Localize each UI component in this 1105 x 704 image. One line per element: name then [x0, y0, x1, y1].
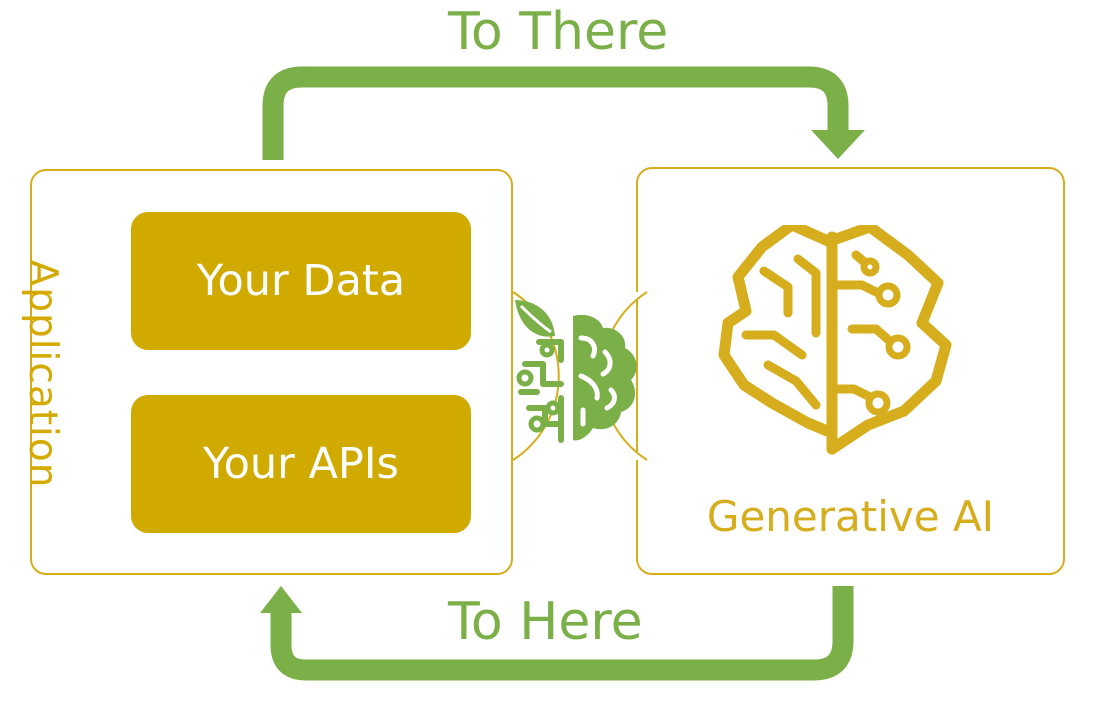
- brain-left-dots: [516, 342, 561, 433]
- ai-brain-outline: [718, 225, 952, 455]
- leaf-brain-icon: [512, 291, 648, 461]
- your-data-box: Your Data: [131, 212, 471, 350]
- to-there-label: To There: [448, 2, 669, 62]
- leaf-shape: [515, 300, 555, 337]
- your-apis-box: Your APIs: [131, 395, 471, 533]
- circuit-brain-icon: [718, 225, 952, 455]
- bottom-flow-arrow: [270, 586, 854, 681]
- to-here-label: To Here: [448, 592, 643, 652]
- ai-brain-circuits: [741, 250, 897, 410]
- brain-right-gaps: [578, 335, 617, 427]
- top-flow-arrow: [262, 66, 849, 160]
- top-arrowhead: [811, 130, 865, 159]
- brain-right-half: [573, 314, 637, 441]
- generative-ai-title: Generative AI: [706, 492, 995, 541]
- application-title: Application: [20, 259, 65, 489]
- bottom-arrowhead: [260, 586, 302, 613]
- ai-brain-nodes: [860, 257, 911, 416]
- brain-left-lines: [518, 339, 564, 443]
